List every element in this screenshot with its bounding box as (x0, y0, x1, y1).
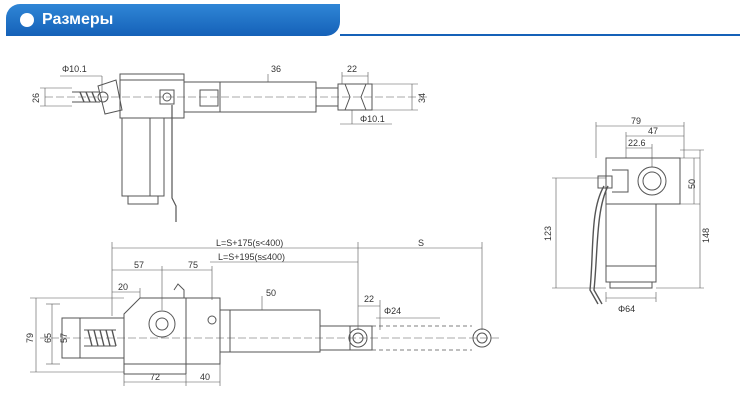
side-switch (597, 175, 613, 189)
bottom-tube-mount (185, 297, 221, 365)
bottom-gearbox (123, 297, 187, 365)
bottom-length-long: L=S+195(s≤400) (218, 252, 285, 262)
top-view (40, 72, 430, 222)
bottom-switch (173, 283, 185, 298)
bottom-width-22: 22 (364, 294, 374, 304)
top-clevis-width-22: 22 (347, 64, 357, 74)
bullet-icon (20, 13, 34, 27)
bottom-width-40: 40 (200, 372, 210, 382)
bottom-tube-50: 50 (266, 288, 276, 298)
bottom-width-75: 75 (188, 260, 198, 270)
top-motor (121, 117, 165, 197)
top-left-clevis (97, 91, 109, 103)
side-height-50: 50 (687, 179, 697, 189)
bottom-eye-dia-24: Φ24 (384, 306, 401, 316)
side-view (552, 122, 704, 305)
dimension-labels: Φ10.1 26 36 22 34 Φ10.1 79 47 22.6 50 12… (25, 64, 711, 382)
side-tube-circle (637, 166, 667, 196)
bottom-outer-tube (219, 309, 321, 353)
side-motor-dia-64: Φ64 (618, 304, 635, 314)
bottom-length-short: L=S+175(s<400) (216, 238, 283, 248)
bottom-width-72: 72 (150, 372, 160, 382)
side-height-148: 148 (701, 228, 711, 243)
top-cable (171, 105, 177, 222)
top-switch (159, 89, 175, 105)
bottom-height-57: 57 (59, 333, 69, 343)
section-header: Размеры (6, 4, 340, 36)
top-tube-36: 36 (271, 64, 281, 74)
bottom-inner-rod (319, 325, 351, 351)
top-left-bracket (97, 79, 123, 115)
bottom-height-79: 79 (25, 333, 35, 343)
header-divider (340, 34, 740, 36)
side-width-22-6: 22.6 (628, 138, 646, 148)
bottom-height-65: 65 (43, 333, 53, 343)
bottom-stroke: S (418, 238, 424, 248)
bottom-width-57: 57 (134, 260, 144, 270)
side-width-47: 47 (648, 126, 658, 136)
side-height-123: 123 (543, 226, 553, 241)
side-width-79: 79 (631, 116, 641, 126)
section-title: Размеры (42, 11, 114, 28)
top-right-clevis-dia: Φ10.1 (360, 114, 385, 124)
bottom-view (30, 242, 500, 386)
side-cable (589, 185, 605, 305)
top-spring (79, 91, 97, 103)
bottom-width-20: 20 (118, 282, 128, 292)
top-clevis-height-34: 34 (417, 93, 427, 103)
side-motor (605, 203, 657, 283)
top-left-clevis-dia: Φ10.1 (62, 64, 87, 74)
bottom-spring (87, 329, 117, 347)
bottom-gear-circle (148, 310, 176, 338)
top-height-26: 26 (31, 93, 41, 103)
